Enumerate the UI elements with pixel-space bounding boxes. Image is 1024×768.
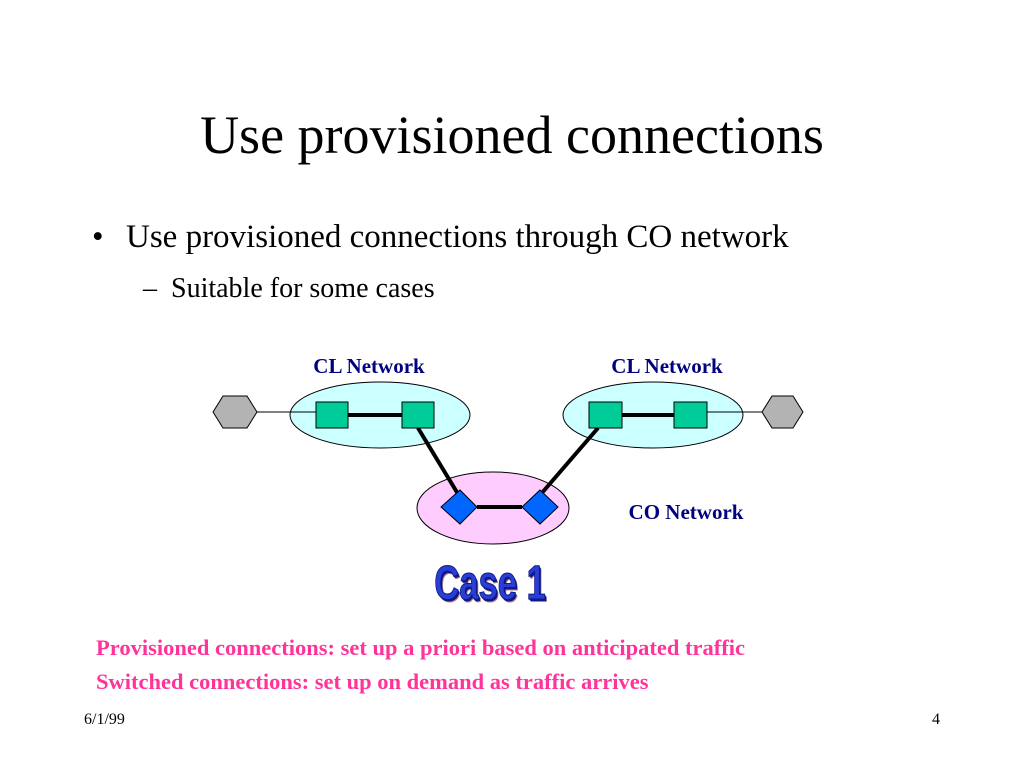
subbullet-item: –Suitable for some cases (143, 271, 435, 307)
co-switch-left (440, 489, 478, 525)
case-label: Case 1 (434, 557, 546, 611)
host-right-icon (761, 395, 804, 429)
bullet-item: • Use provisioned connections through CO … (92, 215, 789, 259)
footer-page-number: 4 (932, 711, 940, 728)
bullet-text: Use provisioned connections through CO n… (126, 219, 789, 255)
host-left-icon (212, 395, 258, 429)
cl-network-left-label: CL Network (313, 354, 425, 378)
cl-switch-right-a (588, 401, 623, 429)
cl-switch-left-a (315, 401, 349, 429)
subbullet-marker: – (143, 273, 157, 304)
note-switched: Switched connections: set up on demand a… (96, 669, 649, 694)
cl-switch-left-b (401, 401, 435, 429)
cl-switch-right-b (673, 401, 708, 429)
footer-date: 6/1/99 (84, 711, 125, 728)
link-right-to-co (539, 426, 600, 496)
slide-title: Use provisioned connections (200, 105, 824, 165)
co-network-label: CO Network (629, 500, 744, 524)
cl-network-right-label: CL Network (611, 354, 723, 378)
subbullet-text: Suitable for some cases (171, 273, 435, 304)
note-provisioned: Provisioned connections: set up a priori… (96, 635, 745, 660)
bullet-marker: • (92, 219, 104, 255)
link-left-to-co (416, 426, 460, 496)
co-switch-right (521, 489, 559, 525)
